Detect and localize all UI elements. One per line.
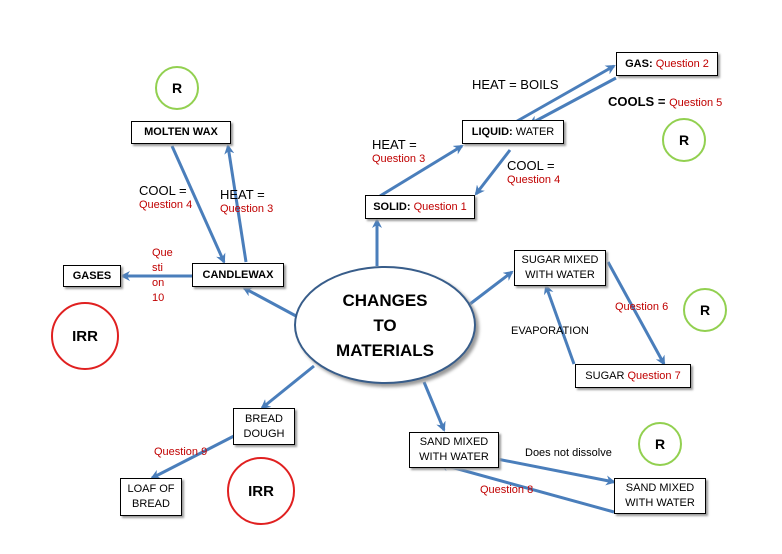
does-not-dissolve-label: Does not dissolve — [525, 447, 612, 459]
question-8-label: Question 8 — [480, 484, 534, 496]
sugar-label: SUGAR — [585, 369, 625, 382]
sand-mixed-left-node: SAND MIXED WITH WATER — [409, 432, 499, 468]
liquid-node: LIQUID: WATER — [462, 120, 564, 144]
cools-label: COOLS = Question 5 — [608, 94, 722, 111]
center-line-3: MATERIALS — [336, 340, 434, 360]
reversible-badge-sand: R — [638, 422, 682, 466]
arrow-center-candlewax — [242, 286, 297, 318]
arrow-sugar-mixed-sugar — [606, 261, 666, 366]
cools-question: Question 5 — [669, 97, 723, 109]
arrow-heat-wax — [224, 144, 248, 263]
gas-node: GAS: Question 2 — [616, 52, 718, 76]
cools-text: COOLS = — [608, 94, 666, 109]
sugar-mixed-node: SUGAR MIXED WITH WATER — [514, 250, 606, 286]
cool-wax-text: COOL = — [139, 183, 187, 198]
solid-question: Question 1 — [413, 200, 467, 213]
cool-liquid-text: COOL = — [507, 158, 555, 173]
irreversible-badge-gases: IRR — [51, 302, 119, 370]
arrow-bread-loaf — [150, 434, 235, 480]
reversible-badge-sugar: R — [683, 288, 727, 332]
sugar-question: Question 7 — [627, 369, 681, 382]
reversible-badge-wax: R — [155, 66, 199, 110]
liquid-label: LIQUID — [471, 125, 510, 138]
cool-wax-question: Question 4 — [139, 199, 193, 211]
question-9-label: Question 9 — [154, 446, 208, 458]
center-line-2: TO — [373, 315, 397, 335]
cool-liquid-label: COOL = Question 4 — [507, 158, 560, 188]
cool-wax-label: COOL = Question 4 — [139, 183, 192, 213]
arrow-sugar-evaporation — [543, 284, 576, 365]
gas-question: Question 2 — [655, 57, 709, 70]
question-10-label: Que sti on 10 — [152, 247, 173, 304]
heat-solid-text: HEAT = — [372, 137, 417, 152]
heat-solid-label: HEAT = Question 3 — [372, 137, 425, 167]
arrow-center-sand — [422, 381, 446, 432]
bread-dough-node: BREAD DOUGH — [233, 408, 295, 445]
arrow-cool-wax — [170, 145, 226, 264]
molten-wax-node: MOLTEN WAX — [131, 121, 231, 144]
cool-liquid-question: Question 4 — [507, 174, 561, 186]
center-topic: CHANGES TO MATERIALS — [294, 266, 476, 384]
arrow-center-sugar-mixed — [469, 270, 514, 306]
arrow-cool-liquid — [474, 149, 512, 196]
heat-wax-question: Question 3 — [220, 203, 274, 215]
arrow-heat-solid — [379, 144, 464, 198]
candlewax-node: CANDLEWAX — [192, 263, 284, 287]
gas-label: GAS — [625, 57, 649, 70]
solid-label: SOLID — [373, 200, 407, 213]
liquid-value: WATER — [515, 125, 555, 138]
gases-node: GASES — [63, 265, 121, 287]
heat-boils-label: HEAT = BOILS — [472, 77, 559, 92]
heat-wax-text: HEAT = — [220, 187, 265, 202]
evaporation-label: EVAPORATION — [511, 325, 589, 337]
heat-wax-label: HEAT = Question 3 — [220, 187, 273, 217]
irreversible-badge-bread: IRR — [227, 457, 295, 525]
question-6-label: Question 6 — [615, 301, 669, 313]
loaf-of-bread-node: LOAF OF BREAD — [120, 478, 182, 516]
sugar-node: SUGAR Question 7 — [575, 364, 691, 388]
reversible-badge-top: R — [662, 118, 706, 162]
arrow-center-bread — [260, 364, 315, 410]
arrow-sand-dissolve — [491, 456, 616, 486]
arrow-cools — [528, 76, 617, 126]
heat-solid-question: Question 3 — [372, 153, 426, 165]
solid-node: SOLID: Question 1 — [365, 195, 475, 219]
center-line-1: CHANGES — [342, 290, 428, 310]
arrow-heat-boils — [511, 64, 616, 126]
sand-mixed-right-node: SAND MIXED WITH WATER — [614, 478, 706, 514]
arrow-sand-return — [438, 461, 615, 514]
